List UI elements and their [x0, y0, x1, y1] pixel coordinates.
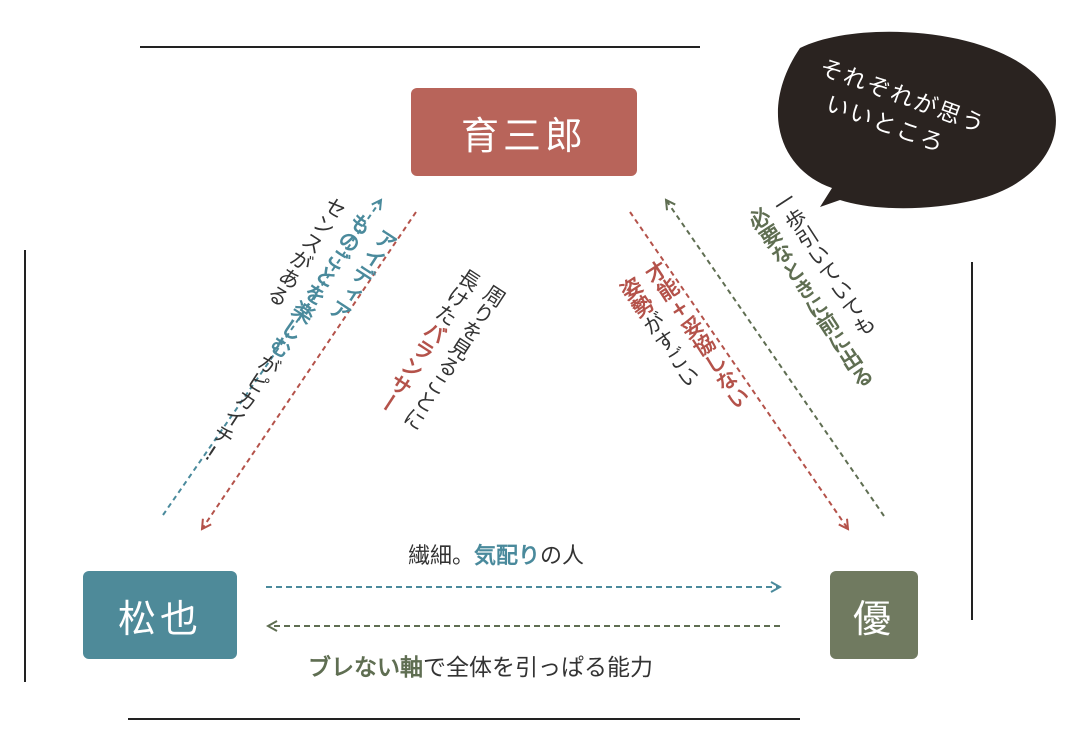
frame-left-line [24, 250, 26, 682]
arrow-ikuzaburo-to-matsuya [202, 211, 417, 529]
node-ikuzaburo: 育三郎 [411, 88, 637, 176]
arrow-yu-to-ikuzaburo [666, 200, 885, 517]
frame-bottom-line [128, 718, 800, 720]
label-consideration: 気配り [474, 544, 541, 569]
frame-right-line [971, 262, 973, 620]
node-matsuya: 松也 [83, 571, 237, 659]
label-matsuya-to-yu: 繊細。気配りの人 [408, 538, 584, 570]
label-yu-to-matsuya: ブレない軸で全体を引っぱる能力 [308, 648, 653, 682]
arrow-ikuzaburo-to-yu [629, 211, 848, 529]
frame-top-line [140, 46, 700, 48]
node-yu: 優 [830, 571, 918, 659]
speech-bubble [777, 31, 1056, 209]
arrow-matsuya-to-ikuzaburo [162, 200, 381, 516]
label-delicate: 繊細。 [408, 544, 475, 569]
label-leadership: で全体を引っぱる能力 [423, 655, 653, 681]
label-person: の人 [540, 544, 585, 569]
label-steady-axis: ブレない軸 [308, 655, 423, 681]
